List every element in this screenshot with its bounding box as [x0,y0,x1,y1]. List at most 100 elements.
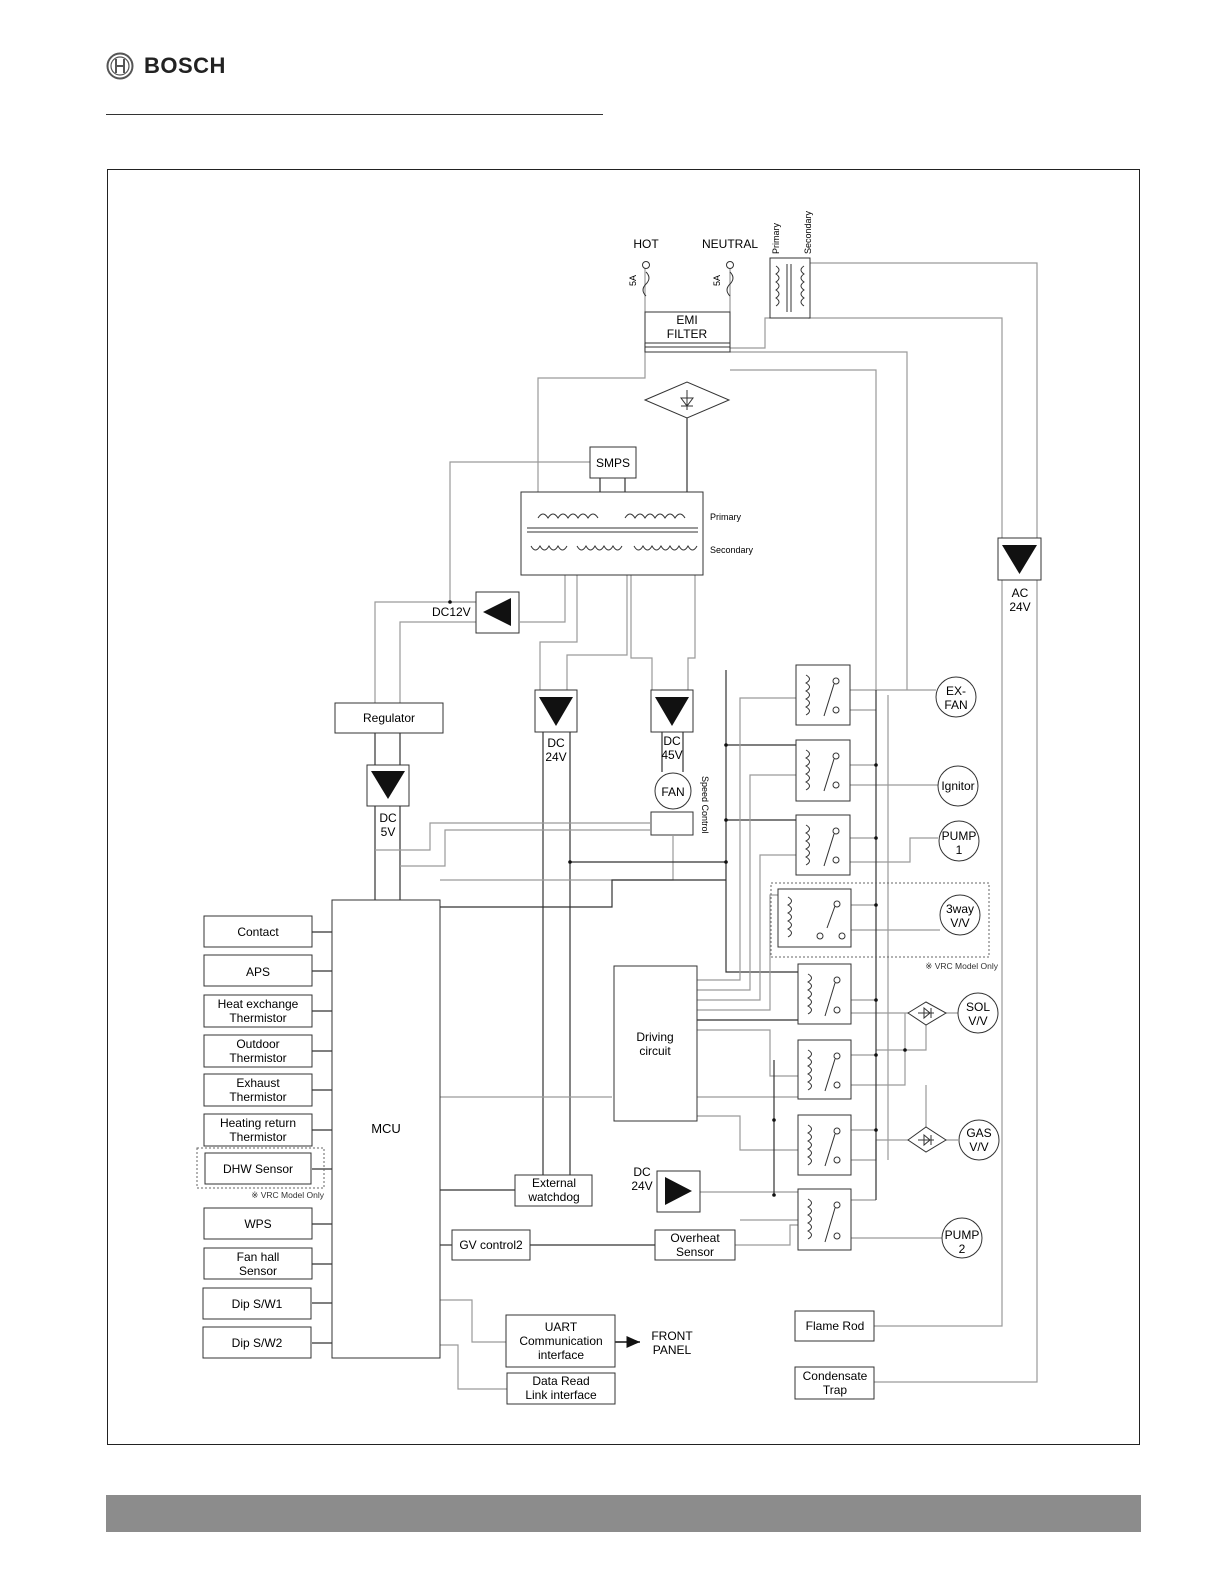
exfan-label-line1: EX- [946,684,966,698]
hot-label: HOT [633,237,659,251]
dc24v-label-line2: 24V [545,750,566,764]
regulator-box [334,702,444,734]
top-transformer [769,257,811,319]
dhw-sensor-label: DHW Sensor [223,1162,293,1176]
valve-diode-icons [907,1001,948,1153]
condensate-label-line2: Trap [823,1383,848,1397]
dc5v-label-line2: 5V [381,825,396,839]
main-transformer [520,491,704,576]
outdoor-label-line1: Outdoor [236,1037,279,1051]
overheat-label-line1: Overheat [670,1231,720,1245]
uart-label-line1: UART [545,1320,578,1334]
speed-control-box [650,811,694,836]
heating-return-label-line2: Thermistor [229,1130,286,1144]
dip2-label: Dip S/W2 [232,1336,283,1350]
condensate-trap-box [794,1366,875,1400]
data-read-label-line1: Data Read [532,1374,589,1388]
heating-return-label-line1: Heating return [220,1116,296,1130]
exfan-label-line2: FAN [944,698,967,712]
data-read-label-line2: Link interface [525,1388,597,1402]
dc24v-label-line1: DC [547,736,565,750]
emi-label-line1: EMI [676,313,697,327]
three-way-vrc-outline [770,882,990,958]
exhaust-label-line1: Exhaust [236,1076,280,1090]
dc12v-triangle-icon [483,598,511,626]
outdoor-label-line2: Thermistor [229,1051,286,1065]
dhw-vrc-note: ※ VRC Model Only [251,1190,325,1200]
fuse-hot-icon [642,271,650,297]
footer-bar [106,1495,1141,1532]
ac24v-label-line1: AC [1012,586,1029,600]
gas-label-line2: V/V [969,1140,988,1154]
mcu-box [331,899,441,1359]
gv-control-box [451,1229,531,1261]
dc24v-triangle-icon [539,697,573,726]
wires [312,262,1038,1390]
dc24v-watchdog-label-line2: 24V [631,1179,652,1193]
dip1-label: Dip S/W1 [232,1297,283,1311]
neutral-terminal-icon [726,261,734,269]
junction-dots [448,600,907,1197]
contact-label: Contact [237,925,279,939]
header-divider [106,114,603,115]
flame-rod-label: Flame Rod [806,1319,865,1333]
three-way-vrc-note: ※ VRC Model Only [925,961,999,971]
overheat-sensor-box [654,1229,736,1261]
ac24v-label-line2: 24V [1009,600,1030,614]
heat-exchange-label-line2: Thermistor [229,1011,286,1025]
smps-box [589,446,637,479]
three-way-label-line1: 3way [946,902,974,916]
wps-label: WPS [244,1217,271,1231]
external-watchdog-label-line2: watchdog [527,1190,579,1204]
fan-hall-label-line2: Sensor [239,1264,277,1278]
driving-circuit-box [613,965,698,1122]
diagram-frame [107,169,1140,1445]
dc45v-label-line2: 45V [661,748,682,762]
dc45v-triangle-icon [655,697,689,726]
header: BOSCH [106,52,226,80]
external-watchdog-label-line1: External [532,1176,576,1190]
ignitor-label: Ignitor [941,779,974,793]
mcu-label: MCU [371,1121,401,1136]
exhaust-label-line2: Thermistor [229,1090,286,1104]
data-read-box [506,1372,616,1405]
three-way-label-line2: V/V [950,916,969,930]
external-watchdog-box [514,1174,593,1207]
dc5v-triangle-icon [371,771,405,799]
pump1-label-line2: 1 [956,843,963,857]
fuse-neutral-rating: 5A [712,275,722,286]
gv-control-label: GV control2 [459,1238,523,1252]
sol-label-line1: SOL [966,1000,990,1014]
xfmr-secondary-label: Secondary [710,545,754,555]
relays [777,664,852,1251]
neutral-label: NEUTRAL [702,237,758,251]
speed-control-label: Speed Control [700,776,710,834]
fan-label: FAN [661,785,684,799]
smps-label: SMPS [596,456,630,470]
pump2-label-line2: 2 [959,1242,966,1256]
brand-name: BOSCH [144,53,226,78]
front-panel-label-line2: PANEL [653,1343,692,1357]
top-xfmr-secondary-label: Secondary [803,210,813,254]
xfmr-primary-label: Primary [710,512,741,522]
dhw-vrc-outline [196,1147,325,1189]
front-panel-label-line1: FRONT [651,1329,693,1343]
regulator-label: Regulator [363,711,415,725]
top-xfmr-primary-label: Primary [771,223,781,254]
fan-circle [654,772,692,810]
pump2-label-line1: PUMP [945,1228,980,1242]
uart-label-line3: interface [538,1348,584,1362]
heat-exchange-label-line1: Heat exchange [218,997,299,1011]
uart-label-line2: Communication [519,1334,602,1348]
dc24v-watchdog-triangle-icon [665,1177,692,1205]
bosch-logo-icon [106,52,134,80]
hot-terminal-icon [642,261,650,269]
relay-coil-icons [786,674,812,1240]
dc45v-label-line1: DC [663,734,681,748]
pump1-label-line1: PUMP [942,829,977,843]
dc5v-label-line1: DC [379,811,397,825]
fuse-hot-rating: 5A [628,275,638,286]
relay-contact-icons [816,677,846,1243]
aps-label: APS [246,965,270,979]
